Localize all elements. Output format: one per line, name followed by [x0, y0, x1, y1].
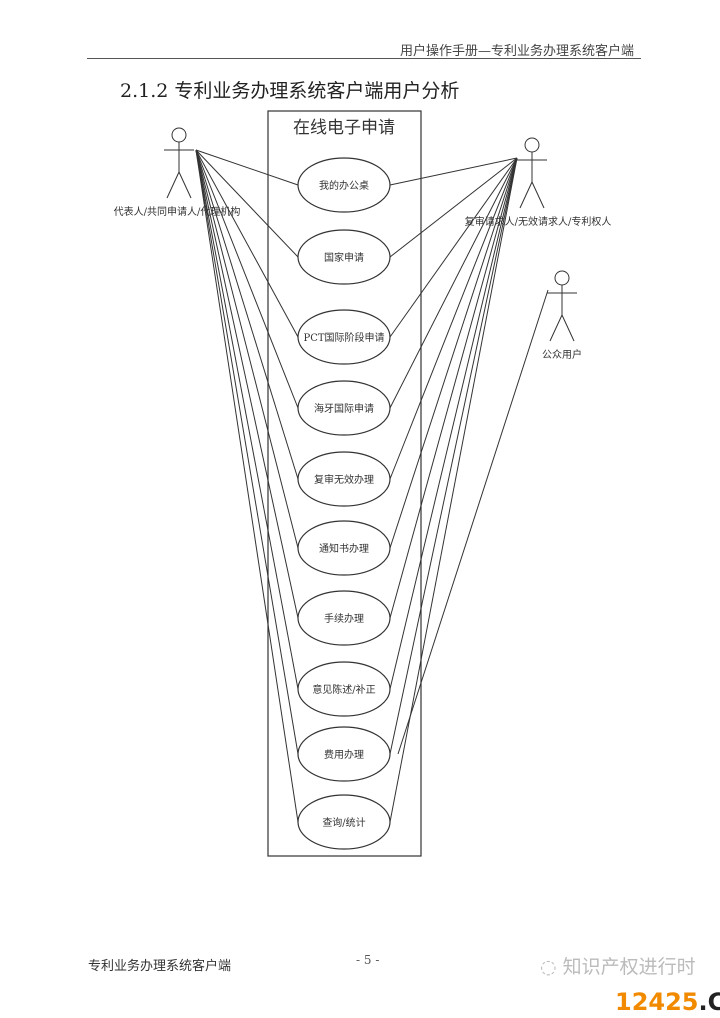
association-line: [195, 149, 299, 690]
logo-main: 12425: [615, 988, 699, 1016]
association-line: [195, 149, 299, 409]
actor-head: [171, 127, 187, 143]
association-line: [389, 157, 518, 755]
association-line: [389, 157, 518, 549]
use-case-ellipse: [297, 157, 391, 213]
actor-head: [524, 137, 540, 153]
actor-leg: [561, 314, 575, 342]
association-line: [389, 157, 518, 690]
use-case-ellipse: [297, 794, 391, 850]
running-header: 用户操作手册—专利业务办理系统客户端: [399, 44, 634, 59]
association-line: [195, 149, 299, 549]
actor-label: 复审请求人/无效请求人/专利权人: [465, 215, 612, 228]
use-case-label: 查询/统计: [322, 816, 365, 829]
use-case: 意见陈述/补正: [297, 661, 391, 717]
use-case-label: 海牙国际申请: [314, 402, 374, 415]
system-boundary-label: 在线电子申请: [293, 118, 395, 138]
association-line: [389, 157, 518, 258]
actor: 代表人/共同申请人/代理机构: [114, 127, 241, 218]
use-case: 手续办理: [297, 590, 391, 646]
use-case: 复审无效办理: [297, 451, 391, 507]
actor-leg: [166, 171, 180, 199]
actor-label: 代表人/共同申请人/代理机构: [114, 205, 241, 218]
association-line: [389, 157, 518, 480]
section-title: 2.1.2 专利业务办理系统客户端用户分析: [120, 80, 460, 102]
use-case: 国家申请: [297, 229, 391, 285]
page-number: - 5 -: [356, 953, 380, 967]
use-case: PCT国际阶段申请: [297, 309, 391, 365]
association-line: [195, 149, 299, 823]
association-line: [195, 149, 299, 186]
association-line: [389, 157, 518, 338]
site-logo: 12425.CN: [615, 988, 720, 1016]
association-line: [195, 149, 299, 755]
watermark: ◌ 知识产权进行时: [540, 956, 696, 978]
header-divider: [87, 58, 641, 59]
use-case-ellipse: [297, 229, 391, 285]
use-case-label: PCT国际阶段申请: [303, 331, 384, 344]
use-case: 费用办理: [297, 726, 391, 782]
use-case: 通知书办理: [297, 520, 391, 576]
use-case-label: 意见陈述/补正: [312, 683, 375, 696]
actor-leg: [549, 314, 563, 342]
use-case-ellipse: [297, 661, 391, 717]
use-case-ellipse: [297, 451, 391, 507]
system-boundary: [267, 110, 422, 857]
association-line: [195, 149, 299, 258]
actor: 公众用户: [542, 270, 582, 361]
use-case: 查询/统计: [297, 794, 391, 850]
use-case-label: 复审无效办理: [314, 473, 374, 486]
use-case-ellipse: [297, 520, 391, 576]
logo-suffix: .CN: [698, 988, 720, 1016]
actor-head: [554, 270, 570, 286]
association-line: [195, 149, 299, 480]
association-line: [397, 289, 549, 755]
use-case-label: 费用办理: [324, 748, 364, 761]
actor-label: 公众用户: [542, 348, 582, 361]
use-case-label: 我的办公桌: [319, 179, 369, 192]
association-line: [389, 157, 518, 823]
use-case: 我的办公桌: [297, 157, 391, 213]
use-case: 海牙国际申请: [297, 380, 391, 436]
use-case-ellipse: [297, 590, 391, 646]
use-case-label: 通知书办理: [319, 542, 369, 555]
association-line: [195, 149, 299, 619]
association-line: [389, 157, 518, 409]
use-case-label: 手续办理: [324, 612, 364, 625]
footer-title: 专利业务办理系统客户端: [88, 959, 232, 974]
use-case-ellipse: [297, 380, 391, 436]
association-line: [195, 149, 299, 338]
actor: 复审请求人/无效请求人/专利权人: [465, 137, 612, 228]
watermark-text: 知识产权进行时: [562, 956, 696, 978]
use-case-ellipse: [297, 309, 391, 365]
actor-leg: [531, 181, 545, 209]
association-line: [389, 157, 518, 619]
actor-leg: [178, 171, 192, 199]
association-line: [389, 157, 518, 186]
use-case-label: 国家申请: [324, 251, 364, 264]
actor-leg: [519, 181, 533, 209]
use-case-ellipse: [297, 726, 391, 782]
